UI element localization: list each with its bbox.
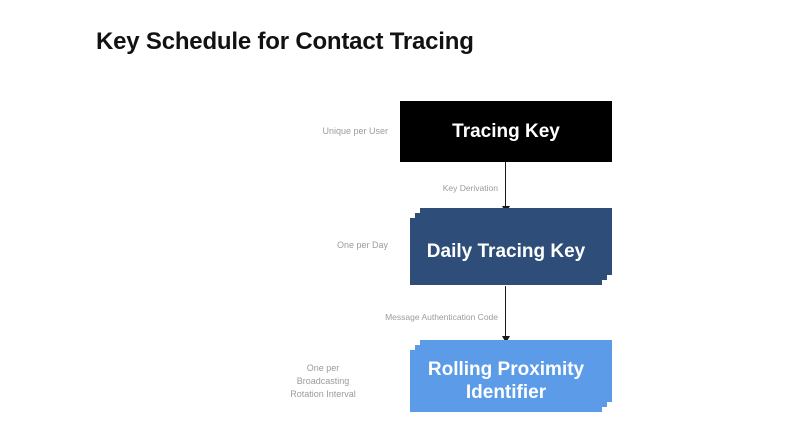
node-stack-rolling-proximity-identifier: Rolling Proximity Identifier	[410, 340, 612, 412]
node-daily-tracing-key-label: Daily Tracing Key	[426, 240, 586, 262]
arrow-label-key-derivation: Key Derivation	[442, 183, 498, 193]
node-tracing-key-label: Tracing Key	[452, 120, 560, 142]
arrow-label-message-authentication-code: Message Authentication Code	[385, 312, 498, 322]
arrow-message-authentication-code	[501, 286, 510, 343]
caption-daily-tracing-key: One per Day	[336, 240, 388, 250]
node-rolling-proximity-identifier[interactable]: Rolling Proximity Identifier	[410, 350, 602, 412]
caption-rolling-proximity-identifier: One per Broadcasting Rotation Interval	[290, 363, 356, 399]
node-daily-tracing-key[interactable]: Daily Tracing Key	[410, 218, 602, 285]
caption-tracing-key: Unique per User	[322, 126, 388, 136]
page-title: Key Schedule for Contact Tracing	[96, 28, 474, 55]
arrow-key-derivation	[501, 162, 510, 213]
node-rolling-proximity-identifier-label: Rolling Proximity Identifier	[427, 359, 585, 403]
node-tracing-key[interactable]: Tracing Key	[400, 101, 612, 162]
arrowhead-icon	[501, 336, 510, 343]
node-stack-daily-tracing-key: Daily Tracing Key	[410, 208, 612, 285]
